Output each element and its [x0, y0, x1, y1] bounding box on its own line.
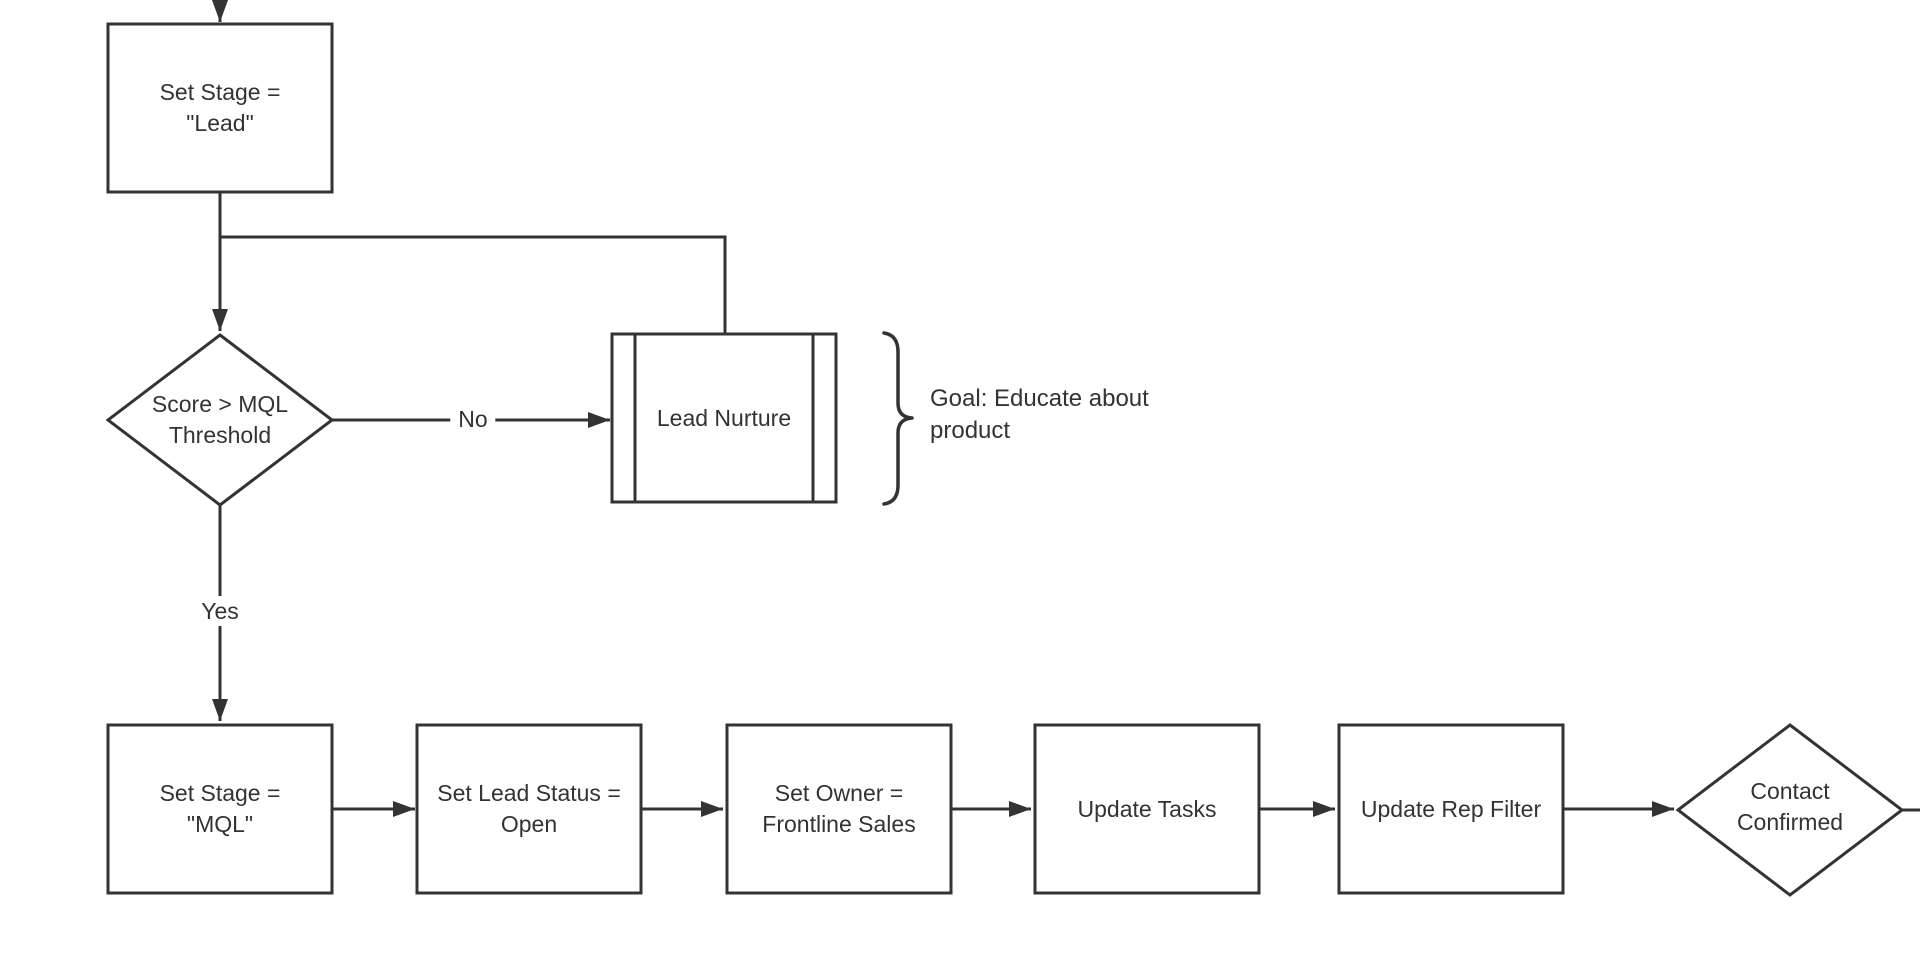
- node-contact-confirmed-decision-shape[interactable]: [1675, 723, 1905, 897]
- node-set-owner-label[interactable]: Set Owner = Frontline Sales: [762, 780, 916, 837]
- edge-label-no[interactable]: No: [450, 404, 496, 434]
- annotation-brace[interactable]: [882, 331, 914, 506]
- node-set-stage-lead-shape[interactable]: [106, 22, 334, 194]
- node-set-lead-status-shape[interactable]: [415, 723, 643, 895]
- edge-label-yes[interactable]: Yes: [193, 596, 247, 626]
- node-update-tasks-label[interactable]: Update Tasks: [1077, 795, 1217, 822]
- node-set-stage-mql-shape[interactable]: [106, 723, 334, 895]
- node-score-mql-decision-label[interactable]: Score > MQL Threshold: [151, 391, 289, 448]
- node-contact-confirmed-label[interactable]: Contact Confirmed: [1736, 778, 1844, 835]
- node-lead-nurture-shape[interactable]: [610, 332, 838, 504]
- edge-branch-to-lead-nurture[interactable]: [220, 235, 727, 336]
- node-lead-nurture-label[interactable]: Lead Nurture: [656, 404, 792, 431]
- node-set-owner-shape[interactable]: [725, 723, 953, 895]
- annotation-goal-text[interactable]: Goal: Educate about product: [930, 385, 1149, 444]
- node-score-mql-decision-shape[interactable]: [105, 333, 335, 507]
- node-update-tasks-shape[interactable]: [1033, 723, 1261, 895]
- node-update-rep-filter-shape[interactable]: [1337, 723, 1565, 895]
- node-set-stage-lead-label[interactable]: Set Stage = "Lead": [159, 79, 281, 136]
- node-update-rep-filter-label[interactable]: Update Rep Filter: [1360, 795, 1542, 822]
- node-set-lead-status-label[interactable]: Set Lead Status = Open: [437, 780, 621, 837]
- node-set-stage-mql-label[interactable]: Set Stage = "MQL": [159, 780, 281, 837]
